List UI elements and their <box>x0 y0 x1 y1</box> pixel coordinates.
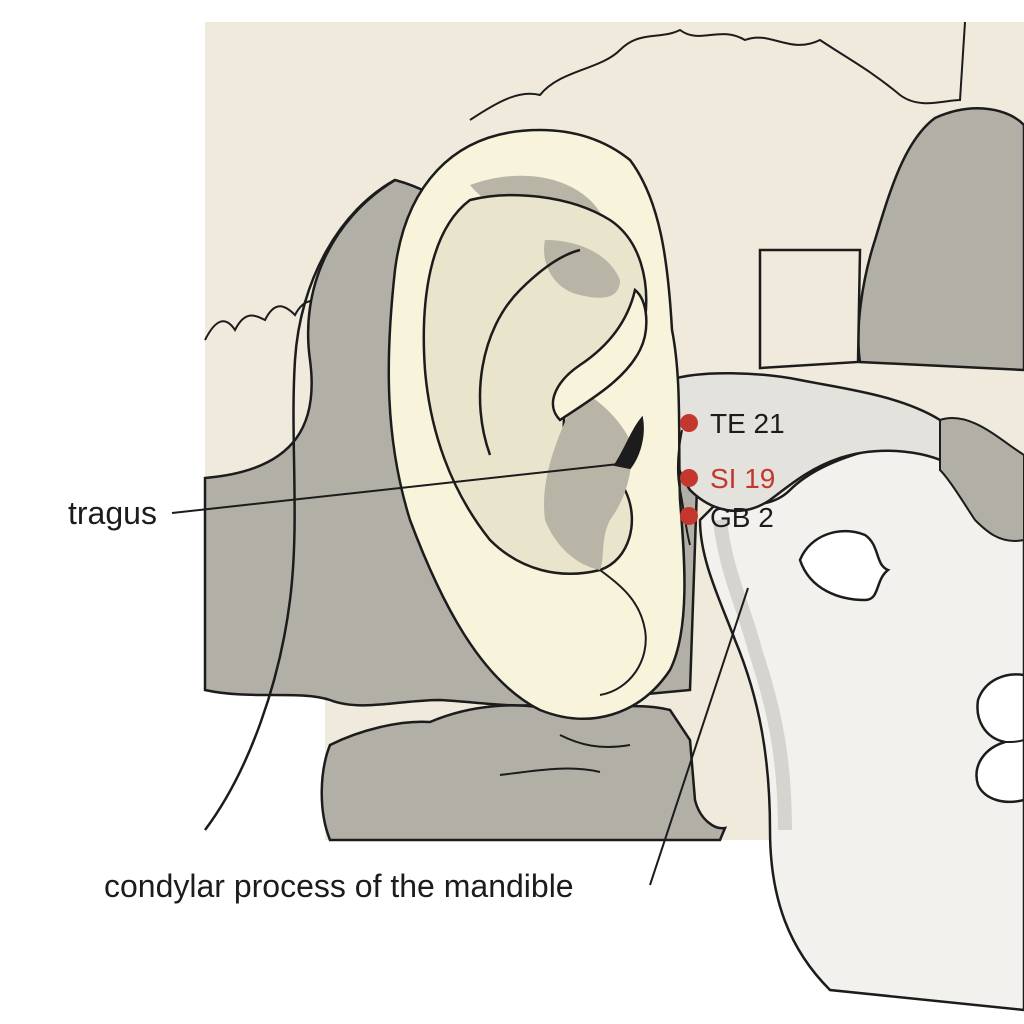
point-si19-label: SI 19 <box>710 463 775 494</box>
teeth <box>975 673 1024 804</box>
mandible-shading <box>713 519 792 831</box>
condylar-leader-line <box>649 587 749 886</box>
ear-antihelix-inner <box>478 248 581 456</box>
condylar-head <box>666 372 1003 513</box>
point-te21-dot <box>680 414 698 432</box>
point-si19-dot <box>680 469 698 487</box>
ear-cavum-shade <box>544 390 632 570</box>
styloid-crease <box>499 734 631 776</box>
preauricular-groove <box>676 429 691 546</box>
mandibular-notch <box>798 530 891 602</box>
cranial-suture-line <box>469 21 966 121</box>
point-te21-label: TE 21 <box>710 408 785 439</box>
ear-concha-shade <box>544 240 620 298</box>
tragus-label: tragus <box>68 495 157 531</box>
tragus-leader-line <box>171 462 629 514</box>
condylar-label: condylar process of the mandible <box>104 868 574 904</box>
point-gb2-label: GB 2 <box>710 502 774 533</box>
point-gb2-dot <box>680 507 698 525</box>
ear-tragus-notch <box>613 415 644 470</box>
ear-antihelix <box>551 287 648 422</box>
ear-lobule <box>599 569 647 696</box>
blank-area <box>205 690 325 840</box>
zygomatic-arch <box>758 248 862 370</box>
tooth-divider <box>1004 739 1024 743</box>
coronoid-process <box>939 417 1024 542</box>
skull-outline-left <box>203 178 396 831</box>
